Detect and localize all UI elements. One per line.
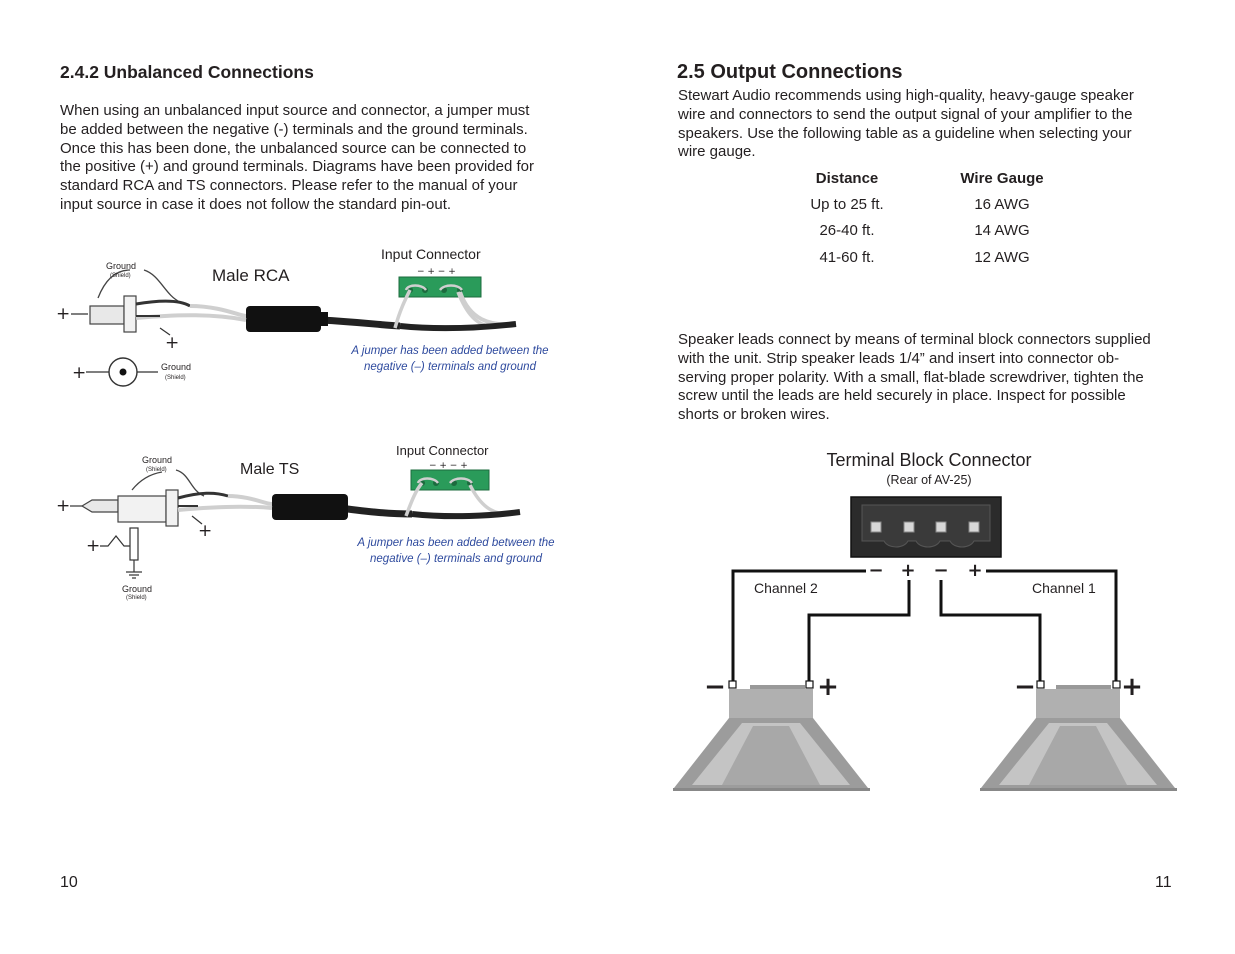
rca-ground-label: Ground (106, 261, 136, 271)
paragraph-line: speakers. Use the following table as a g… (678, 124, 1132, 142)
table-row: Up to 25 ft. 16 AWG (772, 191, 1082, 218)
table-cell: 41-60 ft. (819, 248, 875, 266)
svg-text:+: + (817, 672, 839, 702)
svg-text:+: + (56, 496, 70, 516)
terminal-screw-icon (968, 521, 980, 533)
svg-text:Ground: Ground (122, 584, 152, 594)
speaker-channel1-icon: − + (980, 672, 1177, 791)
rca-wiring-diagram: + + Ground (Shield) + Ground (Shield) Ma… (56, 246, 549, 387)
ts-note-line1: A jumper has been added between the (356, 537, 554, 549)
page-number-left: 10 (60, 874, 78, 891)
rca-plug-tip (89, 305, 125, 325)
rca-cable (319, 316, 401, 330)
table-cell: 14 AWG (974, 222, 1030, 240)
terminal-block-diagram: Terminal Block Connector (Rear of AV-25)… (673, 450, 1177, 791)
table-cell: 12 AWG (974, 248, 1030, 266)
ts-ground-label: Ground (142, 455, 172, 465)
channel2-label: Channel 2 (754, 580, 818, 596)
ts-plug-body (272, 494, 348, 520)
paragraph-line: serving proper polarity. With a small, f… (678, 368, 1144, 386)
output-intro-paragraph: Stewart Audio recommends using high-qual… (678, 87, 1198, 162)
svg-text:(Shield): (Shield) (146, 467, 167, 473)
paragraph-line: be added between the negative (-) termin… (60, 120, 528, 138)
terminal-screw-icon (935, 521, 947, 533)
svg-text:+: + (72, 363, 86, 383)
svg-text:+: + (900, 560, 915, 581)
channel2-negative-wire (731, 569, 866, 683)
paragraph-line: When using an unbalanced input source an… (60, 102, 530, 119)
rca-input-connector-label: Input Connector (381, 246, 481, 262)
svg-text:−: − (704, 672, 726, 702)
rca-plug-body (246, 306, 321, 332)
ts-input-connector-label: Input Connector (396, 443, 489, 458)
paragraph-line: Stewart Audio recommends using high-qual… (678, 87, 1134, 104)
speaker-channel2-icon: − + (673, 672, 870, 791)
paragraph-line: with the unit. Strip speaker leads 1/4” … (678, 349, 1120, 367)
svg-text:−: − (933, 560, 948, 581)
paragraph-line: wire and connectors to send the output s… (678, 105, 1133, 123)
terminal-block-subtitle: (Rear of AV-25) (886, 473, 971, 487)
paragraph-line: input source in case it does not follow … (60, 195, 452, 213)
table-cell: 26-40 ft. (819, 222, 875, 240)
page-number-right: 11 (1155, 874, 1172, 891)
terminal-screw-icon (870, 521, 882, 533)
paragraph-line: Speaker leads connect by means of termin… (678, 331, 1151, 348)
speaker-leads-paragraph: Speaker leads connect by means of termin… (678, 331, 1198, 425)
paragraph-line: wire gauge. (678, 143, 756, 161)
rca-note-line1: A jumper has been added between the (350, 345, 548, 357)
channel1-label: Channel 1 (1032, 580, 1096, 596)
ts-schematic-icon (100, 535, 130, 547)
ts-note-line2: negative (–) terminals and ground (370, 553, 543, 565)
paragraph-line: Once this has been done, the unbalanced … (60, 139, 527, 157)
table-row: 26-40 ft. 14 AWG (772, 218, 1082, 245)
section-heading-output: 2.5 Output Connections (677, 61, 903, 83)
svg-text:+: + (967, 560, 982, 581)
svg-text:(Shield): (Shield) (126, 595, 147, 601)
terminal-screw-icon (903, 521, 915, 533)
svg-text:−: − (1014, 672, 1036, 702)
svg-text:+: + (1121, 672, 1143, 702)
ts-wiring-diagram: + + Ground (Shield) + Ground (Shield) Ma… (56, 443, 555, 601)
paragraph-line: shorts or broken wires. (678, 406, 830, 424)
table-header-wire-gauge: Wire Gauge (960, 169, 1044, 187)
ts-title: Male TS (240, 461, 299, 478)
paragraph-line: standard RCA and TS connectors. Please r… (60, 177, 518, 195)
channel1-negative-wire (939, 580, 1042, 683)
table-cell: Up to 25 ft. (810, 195, 884, 213)
paragraph-line: screw until the leads are held securely … (678, 387, 1126, 405)
table-row: 41-60 ft. 12 AWG (772, 244, 1082, 271)
svg-text:−: − (868, 560, 883, 581)
svg-text:Ground: Ground (161, 362, 191, 372)
svg-text:(Shield): (Shield) (110, 273, 131, 279)
svg-text:+: + (86, 536, 100, 556)
rca-note-line2: negative (–) terminals and ground (364, 361, 537, 373)
rca-plus-label: + (56, 304, 70, 324)
svg-text:− + − +: − + − + (429, 461, 468, 471)
svg-text:(Shield): (Shield) (165, 375, 186, 381)
table-header-distance: Distance (815, 169, 879, 187)
terminal-block-title: Terminal Block Connector (826, 450, 1031, 470)
unbalanced-paragraph: When using an unbalanced input source an… (60, 102, 580, 215)
section-heading-unbalanced: 2.4.2 Unbalanced Connections (60, 62, 314, 82)
rca-title: Male RCA (212, 266, 290, 285)
channel2-positive-wire (807, 580, 911, 683)
wire-gauge-table: Distance Wire Gauge Up to 25 ft. 16 AWG … (772, 165, 1082, 271)
table-header-row: Distance Wire Gauge (772, 165, 1082, 191)
svg-text:− + − +: − + − + (417, 267, 456, 277)
svg-text:+: + (198, 521, 212, 541)
svg-text:+: + (165, 333, 179, 353)
paragraph-line: the positive (+) and ground terminals. D… (60, 158, 535, 176)
channel1-positive-wire (986, 569, 1118, 683)
table-cell: 16 AWG (974, 195, 1030, 213)
ts-plug-tip (80, 499, 119, 513)
